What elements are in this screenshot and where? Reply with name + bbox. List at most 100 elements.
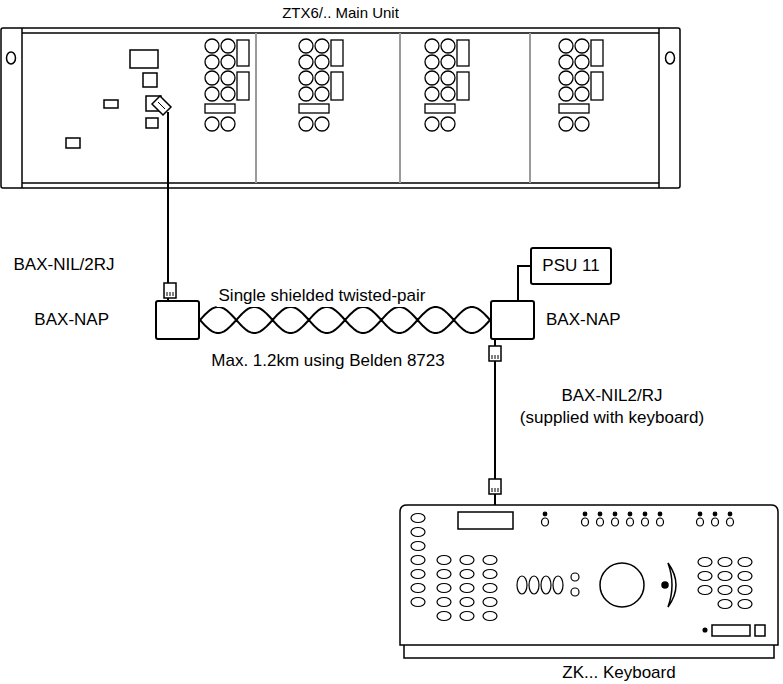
key-oval [571,588,579,596]
keyboard: ZK... Keyboard [400,505,778,660]
main-unit: ZTX6/.. Main Unit [0,28,681,188]
unit-title: ZTX6/.. Main Unit [282,3,399,23]
rack-ear-edge [21,28,23,188]
adapter-label: BAX-NAP [34,310,109,330]
network-adapter: BAX-NAP [155,300,200,340]
panel-edge [22,32,659,34]
keyboard-body [400,505,778,645]
mounting-hole [666,52,675,64]
key-oval [483,570,497,579]
key-oval [411,570,425,579]
main-unit-rack [1,28,680,188]
key-oval [529,576,539,594]
key-oval [411,556,425,565]
key-oval [738,558,752,567]
key-oval [411,528,425,537]
key-oval [437,584,451,593]
key-oval [553,576,563,594]
module-panel [205,39,249,131]
module-panel [559,39,603,131]
key-oval [738,600,752,609]
key-dot [703,628,707,632]
keyboard-drawing [400,505,778,658]
module-divider [529,33,531,183]
cable-line [518,266,530,300]
key-button [542,512,549,526]
key-oval [411,598,425,607]
key-button [627,512,634,526]
key-oval [718,586,732,595]
key-oval [460,584,474,593]
key-oval [571,573,579,581]
cable-line [167,112,169,300]
cable-label: Single shielded twisted-pair [217,285,428,307]
panel-led [104,100,118,108]
key-oval [483,584,497,593]
key-oval [698,586,712,595]
key-oval [411,514,425,523]
keyboard-base [404,645,774,658]
keyboard-display [458,512,513,529]
key-bar [712,625,750,636]
joystick [600,563,644,607]
panel-button [146,118,158,128]
panel-led [66,138,80,148]
adapter-label: BAX-NAP [546,310,621,330]
twisted-pair-cable [200,307,490,333]
cable-note: Max. 1.2km using Belden 8723 [209,350,446,372]
module-panel [299,39,343,131]
rj-plug [164,283,176,298]
key-oval [517,576,527,594]
key-oval [411,584,425,593]
rack-frame [1,28,680,188]
key-button [697,512,704,526]
key-button [612,512,619,526]
key-oval [698,558,712,567]
key-button [657,512,664,526]
module-panel [425,39,469,131]
key-oval [460,570,474,579]
key-oval [738,586,752,595]
key-button [712,512,719,526]
key-oval [718,558,732,567]
panel-button [143,73,157,87]
keyboard-label: ZK... Keyboard [562,663,675,683]
mounting-hole [7,52,16,64]
key-oval [460,612,474,621]
key-oval [718,600,732,609]
key-oval [460,598,474,607]
key-oval [541,576,551,594]
key-oval [411,542,425,551]
rack-ear-edge [658,28,660,188]
key-dot [662,582,668,588]
cable-label: BAX-NIL2/RJ (supplied with keyboard) [518,385,706,429]
jog-wheel [668,563,676,607]
rj-plug [489,346,501,361]
key-oval [437,598,451,607]
power-supply: PSU 11 [530,247,612,285]
cable-label: BAX-NIL/2RJ [11,254,116,276]
rj-plug [489,479,501,494]
key-square [755,625,765,636]
key-oval [437,556,451,565]
key-oval [483,612,497,621]
rj-plug [152,96,171,115]
key-button [582,512,589,526]
key-oval [483,598,497,607]
zoom-keys [517,573,579,596]
key-oval [437,612,451,621]
network-adapter: BAX-NAP [490,300,535,340]
psu-label: PSU 11 [542,256,599,276]
panel-display [130,50,158,68]
key-oval [738,572,752,581]
key-oval [718,572,732,581]
key-oval [437,570,451,579]
module-divider [255,33,257,183]
panel-edge [22,182,659,184]
key-oval [460,556,474,565]
key-oval [483,556,497,565]
